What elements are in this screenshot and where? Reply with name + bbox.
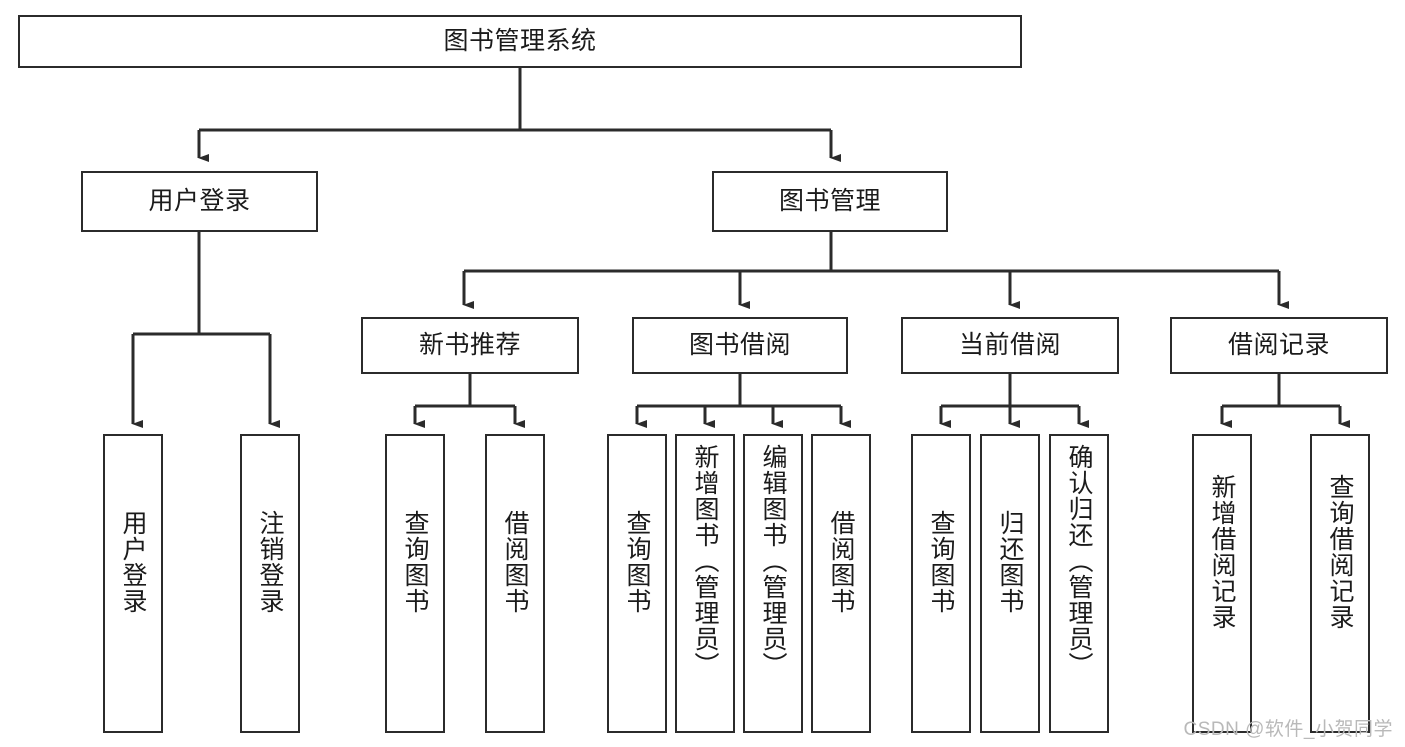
node-label: 新增图书（管理员） — [691, 444, 719, 678]
node-current-borrow[interactable]: 当前借阅 — [901, 317, 1119, 374]
node-label: 查询借阅记录 — [1326, 474, 1354, 630]
leaf-borrow-book-recommend[interactable]: 借阅图书 — [485, 434, 545, 733]
node-label: 新增借阅记录 — [1208, 474, 1236, 630]
leaf-query-borrow-record[interactable]: 查询借阅记录 — [1310, 434, 1370, 733]
node-label: 查询图书 — [401, 510, 429, 614]
node-label: 借阅图书 — [827, 510, 855, 614]
node-book-management[interactable]: 图书管理 — [712, 171, 948, 232]
leaf-add-borrow-record[interactable]: 新增借阅记录 — [1192, 434, 1252, 733]
node-label: 查询图书 — [927, 510, 955, 614]
node-label: 借阅图书 — [501, 510, 529, 614]
node-book-borrow[interactable]: 图书借阅 — [632, 317, 848, 374]
node-label: 当前借阅 — [958, 331, 1061, 360]
node-label: 借阅记录 — [1227, 331, 1330, 360]
leaf-edit-book-admin[interactable]: 编辑图书（管理员） — [743, 434, 803, 733]
node-label: 归还图书 — [996, 510, 1024, 614]
leaf-query-book-borrow[interactable]: 查询图书 — [607, 434, 667, 733]
leaf-borrow-book[interactable]: 借阅图书 — [811, 434, 871, 733]
node-label: 查询图书 — [623, 510, 651, 614]
node-label: 图书管理系统 — [443, 27, 597, 56]
node-label: 用户登录 — [148, 187, 251, 216]
node-label: 图书借阅 — [688, 331, 791, 360]
node-label: 确认归还（管理员） — [1065, 444, 1093, 678]
node-borrow-record[interactable]: 借阅记录 — [1170, 317, 1388, 374]
watermark-text: CSDN @软件_小贺同学 — [1183, 719, 1393, 740]
node-label: 编辑图书（管理员） — [759, 444, 787, 678]
node-new-book-recommend[interactable]: 新书推荐 — [361, 317, 579, 374]
leaf-query-book-current[interactable]: 查询图书 — [911, 434, 971, 733]
leaf-user-login[interactable]: 用户登录 — [103, 434, 163, 733]
node-user-login[interactable]: 用户登录 — [81, 171, 318, 232]
node-label: 新书推荐 — [418, 331, 521, 360]
node-label: 注销登录 — [256, 510, 284, 614]
leaf-add-book-admin[interactable]: 新增图书（管理员） — [675, 434, 735, 733]
leaf-confirm-return-admin[interactable]: 确认归还（管理员） — [1049, 434, 1109, 733]
node-label: 图书管理 — [778, 187, 881, 216]
leaf-logout[interactable]: 注销登录 — [240, 434, 300, 733]
node-root-system[interactable]: 图书管理系统 — [18, 15, 1022, 68]
leaf-return-book[interactable]: 归还图书 — [980, 434, 1040, 733]
node-label: 用户登录 — [119, 510, 147, 614]
leaf-query-book-recommend[interactable]: 查询图书 — [385, 434, 445, 733]
